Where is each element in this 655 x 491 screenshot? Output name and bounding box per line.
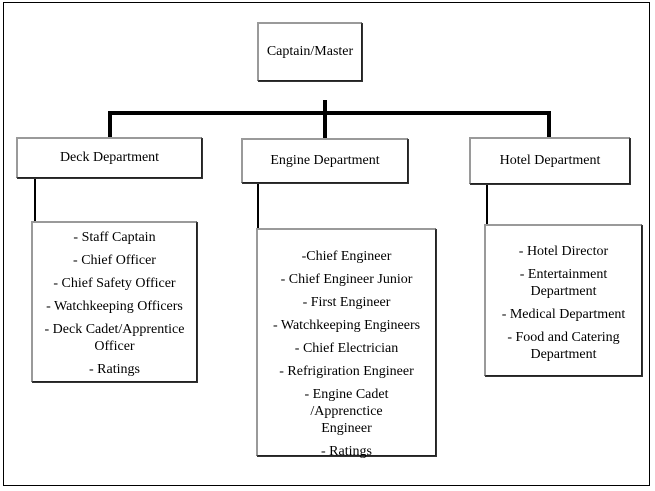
roles-list-hotel: - Hotel Director - Entertainment Departm… [484, 224, 642, 376]
roles-list-deck: - Staff Captain - Chief Officer - Chief … [31, 221, 197, 382]
role-item: - Ratings [89, 362, 140, 377]
roles-list-engine: -Chief Engineer - Chief Engineer Junior … [256, 228, 436, 459]
connector-horizontal-bus [108, 111, 551, 115]
department-label: Hotel Department [499, 153, 601, 168]
role-item: - Entertainment Department [519, 267, 608, 299]
role-item: -Chief Engineer [301, 249, 392, 264]
department-label: Deck Department [59, 150, 160, 165]
department-node-engine: Engine Department [241, 138, 408, 183]
role-item: - Deck Cadet/Apprentice Officer [44, 322, 185, 354]
connector-hotel-up [547, 111, 551, 138]
root-node-label: Captain/Master [266, 44, 354, 59]
role-item: - Food and Catering Department [507, 330, 620, 362]
connector-deck-to-list [34, 178, 36, 222]
role-item: - First Engineer [302, 295, 391, 310]
role-item: - Watchkeeping Officers [46, 299, 183, 314]
connector-engine-to-list [257, 182, 259, 229]
role-item: - Medical Department [501, 307, 626, 322]
role-item: - Engine Cadet /Apprenctice Engineer [304, 387, 389, 436]
connector-root-down [323, 100, 327, 114]
role-item: - Watchkeeping Engineers [272, 318, 421, 333]
root-node-captain: Captain/Master [257, 22, 362, 81]
role-item: - Hotel Director [518, 244, 609, 259]
connector-hotel-to-list [486, 183, 488, 225]
department-label: Engine Department [270, 153, 380, 168]
role-item: - Chief Officer [73, 253, 156, 268]
connector-engine-up [323, 111, 327, 139]
role-item: - Ratings [321, 444, 372, 459]
role-item: - Chief Safety Officer [53, 276, 176, 291]
role-item: - Chief Electrician [294, 341, 399, 356]
role-item: - Chief Engineer Junior [280, 272, 413, 287]
diagram-frame [3, 2, 650, 486]
department-node-deck: Deck Department [16, 137, 202, 178]
role-item: - Refrigiration Engineer [279, 364, 414, 379]
role-item: - Staff Captain [73, 230, 156, 245]
connector-deck-up [108, 111, 112, 138]
department-node-hotel: Hotel Department [469, 137, 630, 184]
